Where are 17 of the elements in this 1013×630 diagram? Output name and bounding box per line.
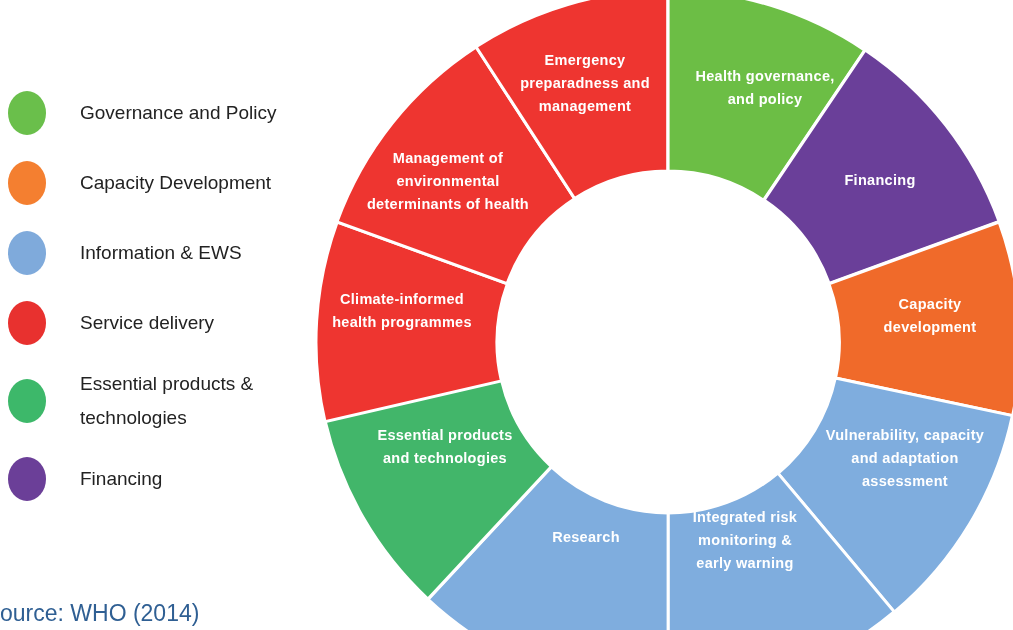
segment-label: Vulnerability, capacity and adaptation assessment [824, 425, 986, 491]
segment-label: Research [551, 527, 621, 547]
legend-text: Service delivery [80, 311, 216, 335]
legend-text: Capacity Development [80, 171, 273, 195]
segment-label: Health governance, and policy [694, 67, 836, 109]
legend-text: Essential products & technologies [80, 372, 255, 430]
legend-text: Information & EWS [80, 241, 243, 265]
segment-label: Emergency preparadness and management [519, 50, 651, 116]
legend-text: Financing [80, 467, 164, 491]
segment-label: Financing [843, 170, 917, 190]
segment-label: Capacity development [882, 295, 978, 337]
source-caption: ource: WHO (2014) [0, 600, 200, 627]
segment-label: Integrated risk monitoring & early warning [691, 507, 799, 573]
legend-text: Governance and Policy [80, 101, 278, 125]
segment-label: Climate-informed health programmes [331, 290, 473, 332]
segment-label: Essential products and technologies [376, 426, 514, 468]
segment-label: Management of environmental determinants of health [365, 148, 531, 214]
